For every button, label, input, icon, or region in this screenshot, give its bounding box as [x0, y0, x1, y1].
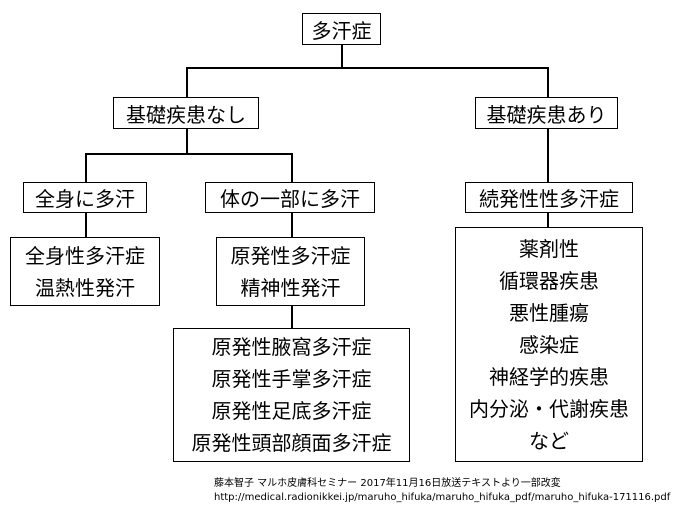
partial-body-node: 体の一部に多汗 — [205, 182, 375, 213]
list-item: 原発性頭部顔面多汗症 — [191, 431, 392, 455]
connector — [341, 44, 343, 68]
connector — [186, 128, 188, 154]
list-item: 薬剤性 — [519, 236, 579, 261]
partial-types-box: 原発性多汗症 精神性発汗 — [216, 237, 365, 306]
list-item: 感染症 — [519, 332, 579, 357]
list-item: 原発性腋窩多汗症 — [211, 335, 372, 359]
connector — [547, 128, 549, 183]
connector — [85, 212, 87, 238]
connector — [291, 305, 293, 329]
connector — [85, 153, 87, 183]
list-item: 神経学的疾患 — [489, 364, 609, 389]
whole-body-types-box: 全身性多汗症 温熱性発汗 — [10, 237, 160, 306]
secondary-hyperhidrosis-node: 続発性性多汗症 — [465, 182, 633, 213]
list-item: など — [529, 428, 569, 453]
connector — [547, 212, 549, 228]
connector — [186, 67, 548, 69]
connector — [547, 67, 549, 98]
list-item: 原発性手掌多汗症 — [211, 367, 372, 391]
no-underlying-disease-node: 基礎疾患なし — [113, 97, 259, 129]
source-url: http://medical.radionikkei.jp/maruho_hif… — [214, 492, 671, 503]
connector — [291, 212, 293, 238]
connector — [291, 153, 293, 183]
list-item: 内分泌・代謝疾患 — [469, 396, 629, 421]
connector — [85, 153, 292, 155]
list-item: 精神性発汗 — [240, 275, 341, 300]
list-item: 原発性多汗症 — [230, 243, 351, 268]
underlying-disease-node: 基礎疾患あり — [475, 97, 618, 129]
secondary-causes-box: 薬剤性 循環器疾患 悪性腫瘍 感染症 神経学的疾患 内分泌・代謝疾患 など — [455, 227, 643, 462]
list-item: 循環器疾患 — [499, 268, 599, 293]
list-item: 悪性腫瘍 — [509, 300, 589, 325]
root-node: 多汗症 — [302, 13, 381, 45]
list-item: 全身性多汗症 — [25, 243, 145, 268]
connector — [186, 67, 188, 98]
list-item: 温熱性発汗 — [35, 275, 135, 300]
primary-hyperhidrosis-types-box: 原発性腋窩多汗症 原発性手掌多汗症 原発性足底多汗症 原発性頭部顔面多汗症 — [173, 328, 410, 462]
list-item: 原発性足底多汗症 — [211, 399, 372, 423]
source-citation: 藤本智子 マルホ皮膚科セミナー 2017年11月16日放送テキストより一部改変 — [214, 478, 561, 489]
whole-body-node: 全身に多汗 — [23, 182, 147, 213]
